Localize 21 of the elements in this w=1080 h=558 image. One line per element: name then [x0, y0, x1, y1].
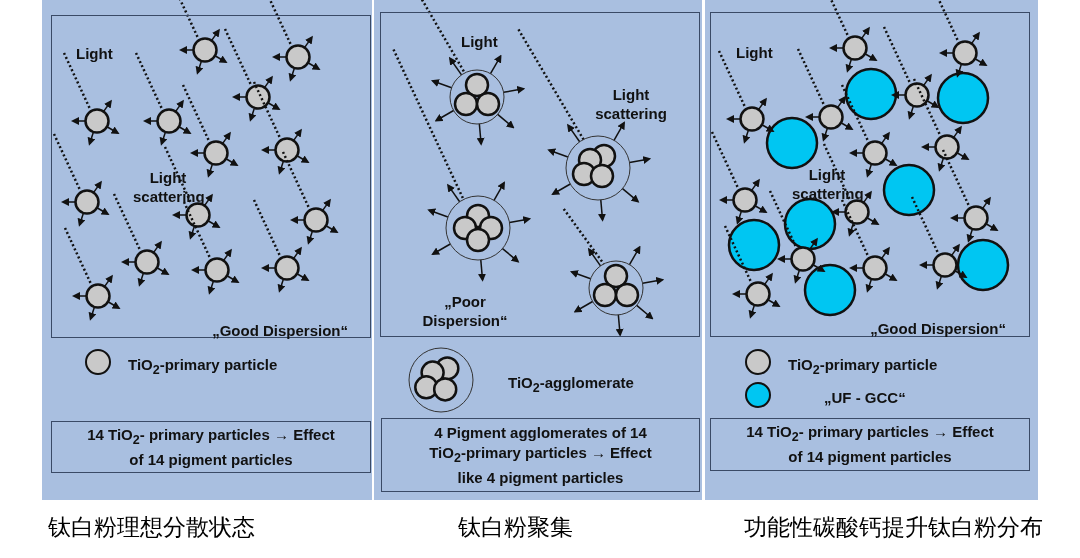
- legend-label: TiO$_{2}$-agglomerate: [508, 373, 634, 397]
- light-label: Light: [461, 32, 498, 51]
- summary-box: 14 TiO$_{2}$- primary particles → Effect of 14 pigment particles: [51, 421, 371, 473]
- dispersion-label: „Good Dispersion“: [870, 319, 1006, 338]
- dispersion-label: „Good Dispersion“: [212, 321, 348, 340]
- light-label: Light: [76, 44, 113, 63]
- dispersion-label: „Poor Dispersion“: [421, 292, 509, 330]
- panel-frame: [380, 12, 700, 337]
- caption: 钛白粉理想分散状态: [48, 513, 255, 542]
- legend-label: TiO$_{2}$-primary particle: [788, 355, 938, 379]
- caption: 钛白粉聚集: [457, 513, 573, 542]
- summary-box: 4 Pigment agglomerates of 14 TiO$_{2}$-primary particles → Effect like 4 pigment particles: [381, 418, 700, 492]
- light-label: Light: [736, 43, 773, 62]
- caption: 功能性碳酸钙提升钛白粉分布: [743, 513, 1043, 542]
- legend-label: TiO$_{2}$-primary particle: [128, 355, 278, 379]
- panel-frame: [51, 15, 371, 338]
- summary-box: 14 TiO$_{2}$- primary particles → Effect of 14 pigment particles: [710, 418, 1030, 471]
- legend-label: „UF - GCC“: [824, 388, 906, 407]
- scattering-label: Light scattering: [594, 85, 668, 123]
- scattering-label: Light scattering: [133, 168, 203, 206]
- scattering-label: Light scattering: [792, 165, 862, 203]
